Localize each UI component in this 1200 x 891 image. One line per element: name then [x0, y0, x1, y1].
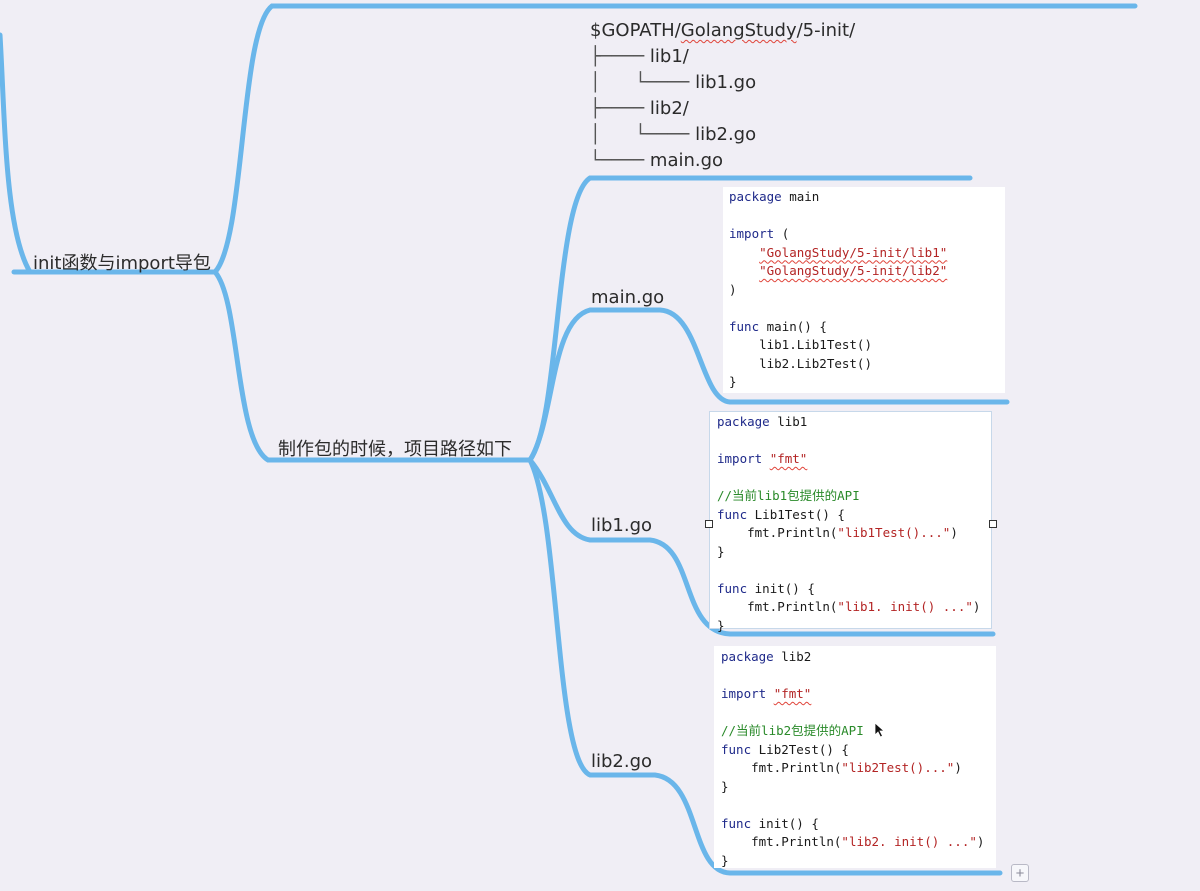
tree-item: └──── main.go [590, 150, 724, 171]
code-line: ) [729, 281, 737, 297]
code-card-main[interactable]: package main import ( "GolangStudy/5-ini… [723, 187, 1005, 393]
code-line [729, 299, 1005, 318]
code-line: fmt.Println("lib2. init() ...") [721, 834, 985, 849]
code-line: func main() { [729, 318, 827, 334]
code-line: } [717, 543, 725, 559]
code-line: func init() { [717, 580, 815, 596]
mouse-cursor-icon [874, 722, 886, 738]
code-line: } [729, 374, 737, 389]
resize-handle-left[interactable] [705, 520, 713, 528]
code-line: fmt.Println("lib1Test()...") [717, 525, 958, 540]
tree-item: │ └──── lib1.go [590, 72, 757, 93]
code-line [717, 561, 991, 580]
code-line: } [721, 852, 729, 868]
code-line: func Lib2Test() { [721, 741, 849, 757]
code-line: package lib2 [721, 649, 812, 664]
code-line: func init() { [721, 815, 819, 831]
code-line: lib2.Lib2Test() [729, 355, 872, 371]
resize-handle-right[interactable] [989, 520, 997, 528]
code-line: fmt.Println("lib2Test()...") [721, 760, 962, 775]
tree-item: ├──── lib2/ [590, 98, 689, 119]
code-line: package lib1 [717, 414, 808, 429]
tree-item: │ └──── lib2.go [590, 124, 757, 145]
code-line: func Lib1Test() { [717, 506, 845, 522]
code-line [721, 796, 996, 815]
code-line: fmt.Println("lib1. init() ...") [717, 599, 981, 614]
code-line: import ( [729, 226, 790, 241]
code-line [717, 432, 991, 451]
code-line: } [721, 778, 729, 794]
code-line: //当前lib1包提供的API [717, 488, 860, 503]
file-node-label-main[interactable]: main.go [591, 287, 665, 308]
file-node-label-lib1[interactable]: lib1.go [591, 515, 653, 536]
code-line: "GolangStudy/5-init/lib1" [759, 244, 948, 260]
branch-lib2-go [527, 457, 1003, 876]
code-line [729, 207, 1005, 226]
code-line: } [717, 617, 725, 633]
code-line [721, 667, 996, 686]
plus-icon: + [1015, 865, 1025, 882]
branch-root-to-tree [212, 3, 1138, 275]
add-topic-button[interactable]: + [1011, 864, 1029, 882]
subtopic-label[interactable]: 制作包的时候，项目路径如下 [278, 439, 512, 460]
code-line: //当前lib2包提供的API [721, 723, 864, 738]
branch-main-go [527, 307, 1010, 463]
code-line: package main [729, 189, 820, 204]
code-line: "GolangStudy/5-init/lib2" [759, 263, 948, 278]
code-line: import "fmt" [717, 451, 808, 466]
code-line [717, 469, 991, 488]
code-card-lib1[interactable]: package lib1 import "fmt" //当前lib1包提供的AP… [709, 411, 992, 633]
directory-tree[interactable]: $GOPATH/GolangStudy/5-init/ ├──── lib1/ │ … [590, 18, 855, 174]
root-topic-label[interactable]: init函数与import导包 [33, 253, 211, 274]
code-line: lib1.Lib1Test() [729, 337, 872, 352]
branch-root-to-branch [212, 269, 533, 463]
file-node-label-lib2[interactable]: lib2.go [591, 751, 653, 772]
tree-root-path: $GOPATH/GolangStudy/5-init/ [590, 20, 856, 41]
tree-item: ├──── lib1/ [590, 46, 689, 67]
branch-lib1-go [527, 457, 996, 637]
branch-root-left [0, 32, 33, 275]
code-card-lib2[interactable]: package lib2 import "fmt" //当前lib2包提供的AP… [714, 646, 996, 868]
code-line: import "fmt" [721, 686, 812, 701]
code-line [721, 704, 996, 723]
